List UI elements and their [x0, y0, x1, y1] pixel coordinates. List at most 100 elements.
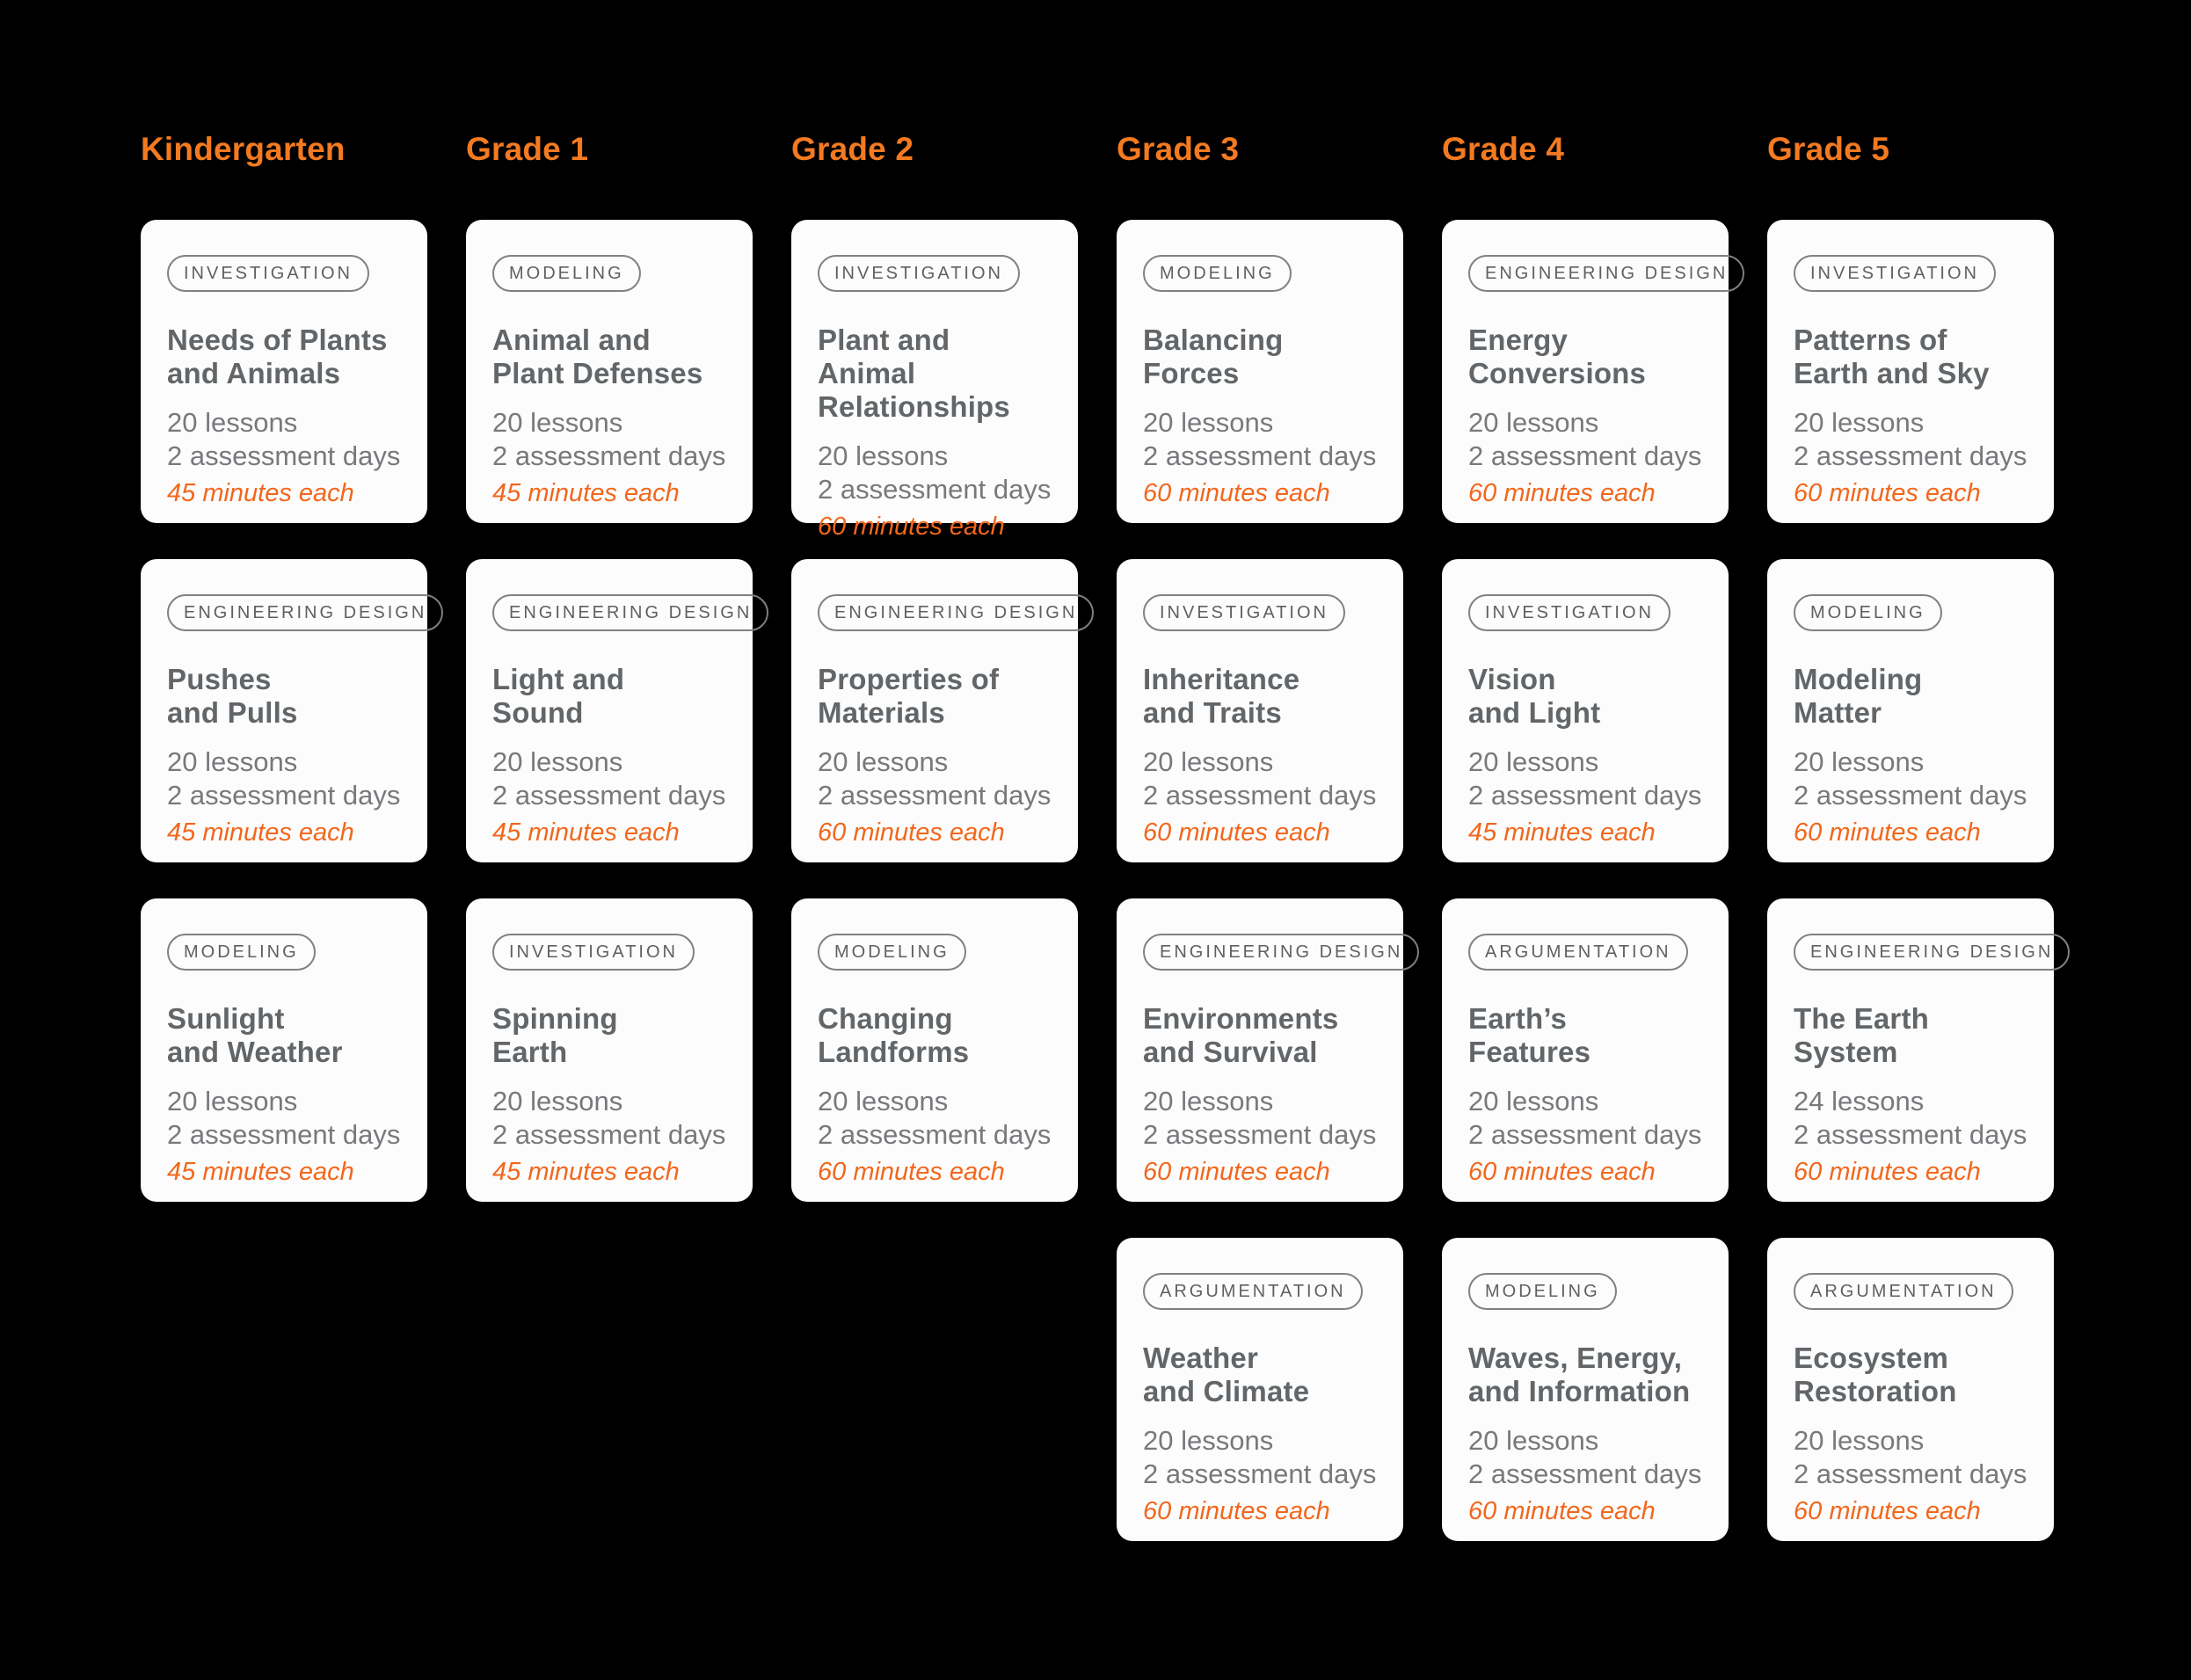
unit-type-badge: ENGINEERING DESIGN: [1468, 255, 1745, 292]
unit-lessons: 20 lessons: [1468, 1425, 1599, 1456]
unit-card: MODELING Waves, Energy, and Information …: [1442, 1238, 1729, 1541]
unit-type-badge: MODELING: [1143, 255, 1292, 292]
unit-duration: 60 minutes each: [1794, 1158, 1981, 1186]
unit-assessment-days: 2 assessment days: [1794, 780, 2027, 811]
unit-duration: 45 minutes each: [167, 479, 354, 507]
unit-assessment-days: 2 assessment days: [1468, 780, 1702, 811]
unit-duration: 45 minutes each: [492, 1158, 680, 1186]
unit-type-badge: MODELING: [492, 255, 641, 292]
unit-title: Balancing Forces: [1143, 324, 1284, 389]
unit-card: MODELING Changing Landforms 20 lessons 2…: [791, 898, 1078, 1202]
unit-duration: 60 minutes each: [1143, 1497, 1330, 1525]
unit-card: INVESTIGATION Plant and Animal Relations…: [791, 220, 1078, 541]
unit-assessment-days: 2 assessment days: [1468, 440, 1702, 471]
unit-lessons: 20 lessons: [1794, 1425, 1925, 1456]
unit-duration: 45 minutes each: [492, 818, 680, 847]
unit-assessment-days: 2 assessment days: [492, 780, 726, 811]
unit-title: The Earth System: [1794, 1002, 1929, 1068]
unit-assessment-days: 2 assessment days: [492, 1119, 726, 1150]
column-grade-3: Grade 3 MODELING Balancing Forces 20 les…: [1117, 130, 1420, 1577]
unit-lessons: 20 lessons: [167, 1086, 298, 1116]
unit-type-badge: ARGUMENTATION: [1468, 934, 1688, 971]
unit-card: INVESTIGATION Vision and Light 20 lesson…: [1442, 559, 1729, 862]
unit-lessons: 20 lessons: [167, 407, 298, 438]
column-header: Grade 5: [1767, 131, 1890, 167]
unit-lessons: 20 lessons: [492, 407, 623, 438]
column-grade-4: Grade 4 ENGINEERING DESIGN Energy Conver…: [1442, 130, 1745, 1577]
unit-assessment-days: 2 assessment days: [1794, 440, 2027, 471]
unit-card: INVESTIGATION Spinning Earth 20 lessons …: [466, 898, 753, 1202]
column-header: Grade 4: [1442, 131, 1565, 167]
unit-lessons: 20 lessons: [1143, 1086, 1274, 1116]
unit-type-badge: INVESTIGATION: [1143, 594, 1345, 631]
unit-lessons: 20 lessons: [1468, 746, 1599, 777]
column-grade-1: Grade 1 MODELING Animal and Plant Defens…: [466, 130, 769, 1577]
unit-type-badge: INVESTIGATION: [492, 934, 695, 971]
unit-card: INVESTIGATION Inheritance and Traits 20 …: [1117, 559, 1403, 862]
unit-card: ENGINEERING DESIGN Properties of Materia…: [791, 559, 1095, 862]
curriculum-grid: Kindergarten INVESTIGATION Needs of Plan…: [141, 130, 2071, 1577]
unit-type-badge: ARGUMENTATION: [1794, 1273, 2013, 1310]
unit-card: ENGINEERING DESIGN Light and Sound 20 le…: [466, 559, 769, 862]
column-header: Grade 2: [791, 131, 914, 167]
unit-lessons: 20 lessons: [492, 746, 623, 777]
unit-lessons: 20 lessons: [1143, 746, 1274, 777]
column-grade-2: Grade 2 INVESTIGATION Plant and Animal R…: [791, 130, 1095, 1577]
unit-lessons: 20 lessons: [1468, 407, 1599, 438]
unit-card: ENGINEERING DESIGN Energy Conversions 20…: [1442, 220, 1745, 523]
unit-duration: 60 minutes each: [1468, 1158, 1656, 1186]
unit-duration: 60 minutes each: [1794, 818, 1981, 847]
unit-type-badge: ARGUMENTATION: [1143, 1273, 1363, 1310]
unit-title: Light and Sound: [492, 663, 625, 729]
unit-duration: 45 minutes each: [492, 479, 680, 507]
unit-type-badge: INVESTIGATION: [167, 255, 369, 292]
unit-lessons: 20 lessons: [1794, 407, 1925, 438]
unit-type-badge: MODELING: [1468, 1273, 1617, 1310]
unit-duration: 60 minutes each: [1143, 1158, 1330, 1186]
unit-card: ENGINEERING DESIGN The Earth System 24 l…: [1767, 898, 2071, 1202]
unit-lessons: 20 lessons: [1468, 1086, 1599, 1116]
unit-lessons: 20 lessons: [1143, 1425, 1274, 1456]
unit-lessons: 20 lessons: [1794, 746, 1925, 777]
unit-title: Pushes and Pulls: [167, 663, 298, 729]
unit-type-badge: MODELING: [167, 934, 316, 971]
unit-assessment-days: 2 assessment days: [1143, 780, 1377, 811]
unit-assessment-days: 2 assessment days: [818, 474, 1052, 505]
unit-card: MODELING Modeling Matter 20 lessons 2 as…: [1767, 559, 2054, 862]
unit-type-badge: ENGINEERING DESIGN: [167, 594, 444, 631]
unit-card: ENGINEERING DESIGN Environments and Surv…: [1117, 898, 1420, 1202]
unit-duration: 60 minutes each: [818, 1158, 1005, 1186]
unit-title: Changing Landforms: [818, 1002, 970, 1068]
column-grade-5: Grade 5 INVESTIGATION Patterns of Earth …: [1767, 130, 2071, 1577]
unit-title: Sunlight and Weather: [167, 1002, 343, 1068]
unit-title: Properties of Materials: [818, 663, 1000, 729]
unit-lessons: 20 lessons: [818, 440, 949, 471]
unit-duration: 60 minutes each: [818, 818, 1005, 847]
unit-type-badge: ENGINEERING DESIGN: [818, 594, 1095, 631]
unit-duration: 45 minutes each: [1468, 818, 1656, 847]
unit-lessons: 20 lessons: [818, 746, 949, 777]
column-header: Kindergarten: [141, 131, 346, 167]
unit-duration: 60 minutes each: [1143, 818, 1330, 847]
unit-title: Patterns of Earth and Sky: [1794, 324, 1990, 389]
unit-title: Spinning Earth: [492, 1002, 618, 1068]
unit-assessment-days: 2 assessment days: [167, 780, 401, 811]
unit-duration: 45 minutes each: [167, 1158, 354, 1186]
unit-assessment-days: 2 assessment days: [1794, 1458, 2027, 1489]
unit-type-badge: INVESTIGATION: [818, 255, 1020, 292]
unit-duration: 60 minutes each: [818, 513, 1005, 541]
unit-lessons: 20 lessons: [1143, 407, 1274, 438]
unit-assessment-days: 2 assessment days: [492, 440, 726, 471]
unit-title: Inheritance and Traits: [1143, 663, 1300, 729]
unit-title: Waves, Energy, and Information: [1468, 1342, 1691, 1407]
column-header: Grade 1: [466, 131, 589, 167]
column-header: Grade 3: [1117, 131, 1240, 167]
unit-title: Plant and Animal Relationships: [818, 324, 1010, 423]
unit-assessment-days: 2 assessment days: [1143, 1119, 1377, 1150]
unit-duration: 60 minutes each: [1468, 479, 1656, 507]
unit-card: ARGUMENTATION Weather and Climate 20 les…: [1117, 1238, 1403, 1541]
unit-title: Needs of Plants and Animals: [167, 324, 388, 389]
unit-assessment-days: 2 assessment days: [1794, 1119, 2027, 1150]
unit-type-badge: MODELING: [1794, 594, 1942, 631]
unit-title: Modeling Matter: [1794, 663, 1923, 729]
